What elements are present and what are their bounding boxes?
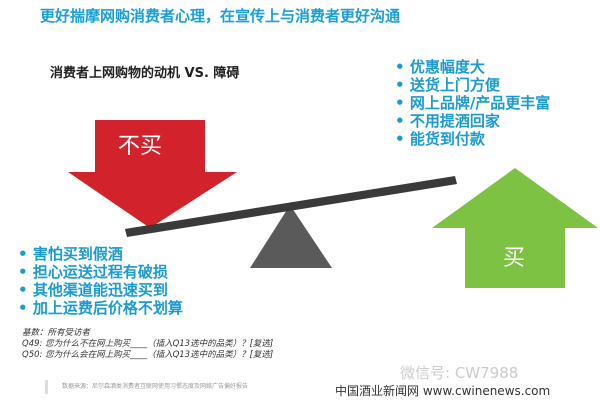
list-item: 网上品牌/产品更丰富 [395,94,550,112]
fulcrum-triangle [250,205,332,268]
note-q50: Q50: 您为什么会在网上购买____（插入Q13选中的品类）？[复选] [22,350,274,360]
barrier-list: 害怕买到假酒 担心运送过程有破损 其他渠道能迅速买到 加上运费后价格不划算 [18,245,183,317]
list-item: 优惠幅度大 [395,58,550,76]
note-base: 基数：所有受访者 [22,328,91,338]
page-title: 更好揣摩网购消费者心理，在宣传上与消费者更好沟通 [40,7,401,25]
survey-notes: 基数：所有受访者 Q49: 您为什么不在网上购买____（插入Q13选中的品类）… [22,328,273,361]
data-source: 数据来源：尼尔森酒类消费者互联网使用习惯态度及网络广告偏好报告 [45,380,248,394]
note-q49: Q49: 您为什么不在网上购买____（插入Q13选中的品类）？[复选] [22,339,274,349]
not-buy-label: 不买 [118,134,163,159]
chart-subtitle: 消费者上网购物的动机 VS. 障碍 [50,66,240,81]
list-item: 送货上门方便 [395,76,550,94]
site-watermark: 中国酒业新闻网 www.cwinenews.com [335,384,551,398]
list-item: 加上运费后价格不划算 [18,299,183,317]
wechat-watermark: 微信号: CW7988 [400,364,519,382]
buy-label: 买 [503,246,526,271]
buy-arrow [432,168,598,288]
balance-beam [125,176,457,237]
list-item: 担心运送过程有破损 [18,263,183,281]
list-item: 其他渠道能迅速买到 [18,281,183,299]
list-item: 害怕买到假酒 [18,245,183,263]
motivation-list: 优惠幅度大 送货上门方便 网上品牌/产品更丰富 不用提酒回家 能货到付款 [395,58,550,148]
not-buy-arrow [68,120,237,228]
list-item: 不用提酒回家 [395,112,550,130]
list-item: 能货到付款 [395,130,550,148]
